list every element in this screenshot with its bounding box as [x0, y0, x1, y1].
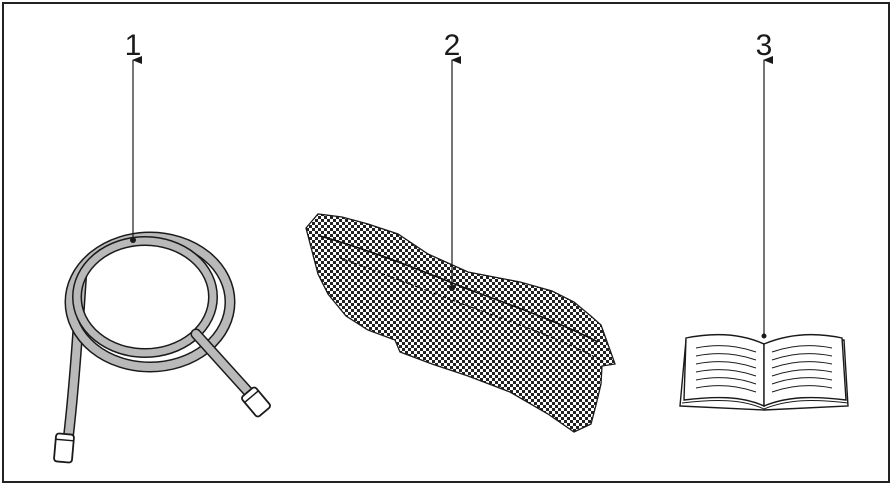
hose-end-cap-right [241, 386, 271, 418]
callout-2: 2 [444, 29, 461, 291]
manual-book-illustration [679, 333, 849, 411]
leader-dot-1 [130, 237, 136, 243]
filter-mat-illustration [305, 213, 616, 433]
leader-dot-3 [761, 333, 767, 339]
callout-number-2: 2 [444, 29, 461, 62]
callout-1: 1 [125, 29, 142, 243]
callout-3: 3 [756, 29, 773, 339]
hose-illustration [53, 231, 271, 464]
callout-number-1: 1 [125, 29, 142, 62]
hose-end-cap-left [53, 432, 75, 464]
leader-dot-2 [449, 285, 455, 291]
callout-number-3: 3 [756, 29, 773, 62]
